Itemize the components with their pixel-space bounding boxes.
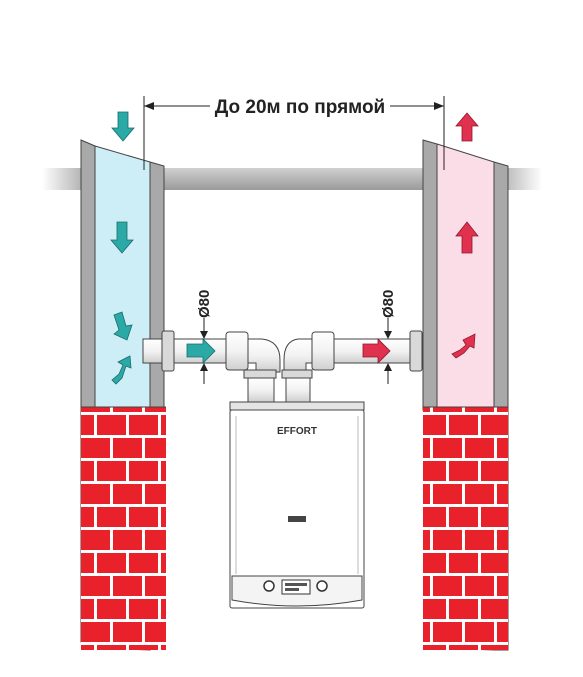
diameter-dimension-left: Ø80 (196, 290, 213, 384)
intake-flow-arrows (110, 111, 216, 385)
exhaust-pipe (281, 330, 423, 403)
intake-pipe (142, 330, 281, 403)
boiler-control-panel (231, 575, 363, 607)
exhaust-arrow-outside (455, 112, 479, 142)
diameter-label-right: Ø80 (380, 290, 397, 318)
intake-arrow-outside (111, 111, 135, 142)
boiler-display (281, 579, 311, 595)
left-control-knob (263, 580, 275, 592)
right-wall (422, 139, 509, 651)
right-control-knob (316, 580, 328, 592)
intake-arrow-turn (113, 311, 133, 341)
exhaust-arrow-turn (451, 333, 476, 359)
boiler: EFFORT (229, 401, 365, 609)
exhaust-arrow-up (455, 221, 479, 254)
left-brick-wall (81, 407, 166, 650)
diameter-label-left: Ø80 (196, 290, 213, 318)
diameter-dimension-right: Ø80 (380, 290, 397, 384)
left-wall (80, 139, 166, 651)
exhaust-flow-arrows (362, 112, 479, 364)
ceiling-slab (42, 168, 542, 190)
distance-label: До 20м по прямой (215, 97, 386, 118)
intake-arrow-down (110, 221, 134, 254)
intake-arrow-into-pipe (186, 338, 216, 364)
right-brick-wall (423, 407, 508, 650)
boiler-badge (288, 516, 306, 522)
intake-arrow-up (111, 355, 132, 385)
boiler-brand: EFFORT (277, 426, 317, 437)
exhaust-arrow-out-pipe (362, 338, 391, 364)
distance-dimension: До 20м по прямой (143, 96, 445, 170)
